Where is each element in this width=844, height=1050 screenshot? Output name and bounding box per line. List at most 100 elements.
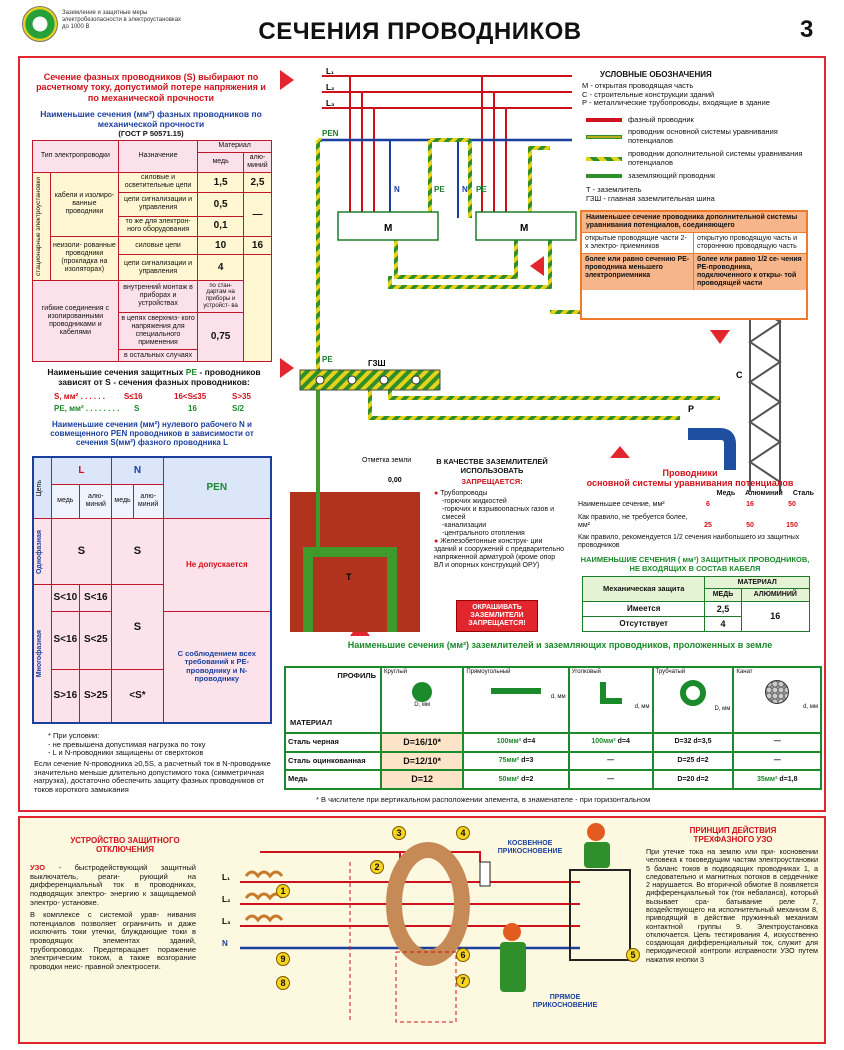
profile-rope-d: d, мм <box>803 703 818 710</box>
legend-t: Т - заземлитель <box>586 185 642 194</box>
pr-1-c2b: d=3 <box>521 756 534 764</box>
r1-cu: 1,5 <box>197 171 244 194</box>
profile-tube-D: D, мм <box>714 705 731 712</box>
pr-2-c4b: d=2 <box>696 775 709 783</box>
nt-single-L: S <box>50 518 113 586</box>
pr-0-c1: D=16/10* <box>379 732 465 753</box>
n-label-1: N <box>394 185 400 194</box>
pe-pe1: S <box>134 404 140 413</box>
uzo-tag-5: 5 <box>626 948 640 962</box>
c-label: C <box>736 370 743 380</box>
mainsys-t2: основной системы уравнивания потенциалов <box>586 478 794 489</box>
tube-icon <box>679 679 706 706</box>
intro-text: Сечение фазных проводников (S) выбирают … <box>36 72 266 103</box>
pe-title-hl: PE <box>185 367 198 377</box>
profile-footnote: * В числителе при вертикальном расположе… <box>316 795 651 804</box>
uzo-tag-9: 9 <box>276 952 290 966</box>
principle-title: ПРИНЦИП ДЕЙСТВИЯ ТРЕХФАЗНОГО УЗО <box>689 826 777 845</box>
legend-add-eq: проводник дополнительной системы уравнив… <box>586 148 822 170</box>
electrode-item-1: ● Трубопроводы <box>434 490 488 497</box>
p-label: P <box>688 404 694 414</box>
main-eq-line-3 <box>368 380 680 420</box>
nt-pen-forbidden: Не допускается <box>162 518 272 612</box>
paint-warning: ОКРАШИВАТЬ ЗАЗЕМЛИТЕЛИ ЗАПРЕЩАЕТСЯ! <box>456 600 538 633</box>
legend-def-m: М - открытая проводящая часть <box>582 81 694 90</box>
pr-1-c4a: D=25 <box>677 756 695 764</box>
uzo-coils <box>244 870 284 923</box>
gzsh-bolts <box>315 375 421 385</box>
nt-cu2: медь <box>111 483 134 520</box>
nt-single-text: Однофазная <box>36 529 43 574</box>
nt-m-PEN: С соблюдением всех требований к PE-прово… <box>162 610 272 724</box>
pe-s1: S≤16 <box>124 392 143 401</box>
mainsys-r1-st: 50 <box>788 501 796 509</box>
cable-yes: Имеется <box>581 600 706 617</box>
note-2: - L и N-проводники защищены от сверхтоко… <box>48 748 204 758</box>
cable-no: Отсутствует <box>581 615 706 633</box>
pr-2-c4: D=20 d=2 <box>651 769 735 790</box>
nt-circuit-h: Цепь <box>32 456 52 520</box>
h-al: алю- миний <box>242 151 273 173</box>
r4-cu: 10 <box>197 235 244 256</box>
uzo-tag-8: 8 <box>276 976 290 990</box>
mainsys-r2-cu: 25 <box>704 522 712 530</box>
uzo-L1: L₁ <box>222 873 231 882</box>
legend-def-c: С - строительные конструкции зданий <box>582 89 715 99</box>
r2-cu: 0,5 <box>197 192 244 217</box>
legend-add-icon <box>586 157 622 161</box>
r3: то же для электрон- ного оборудования <box>117 215 199 237</box>
legend-title: УСЛОВНЫЕ ОБОЗНАЧЕНИЯ <box>600 70 712 79</box>
mainsys-r2-al: 50 <box>746 522 754 530</box>
mainsys-r2: Как правило, не требуется более, мм² <box>578 514 688 530</box>
pe-lines <box>316 138 552 372</box>
n-label-2: N <box>462 185 468 194</box>
n-title: Наименьшие сечения (мм²) нулевого рабоче… <box>50 420 254 448</box>
pr-1-c2a: 75мм² <box>498 756 520 764</box>
legend-phase-icon <box>586 118 622 122</box>
uzo-diagram: L₁ L₂ L₃ N <box>222 823 631 1023</box>
profile-title: Наименьшие сечения (мм²) заземлителей и … <box>347 640 773 650</box>
pe-pe-label: PE, мм² . . . . . . . . <box>54 404 120 413</box>
r1: силовые и осветительные цепи <box>117 171 199 194</box>
r6: внутренний монтаж в приборах и устройств… <box>117 279 199 314</box>
electrode-b1c: -канализации <box>442 522 487 530</box>
h-type: Тип электропроводки <box>32 140 119 173</box>
pe-title-b: - проводников зависят от S - сечения фаз… <box>58 367 261 387</box>
bonding-diagram: M M L₁ L₂ L₃ PEN N PE PE N PE ГЗШ C P T … <box>280 67 782 636</box>
legend-main-text: проводник основной системы уравнивания п… <box>628 127 778 145</box>
page-title: СЕЧЕНИЯ ПРОВОДНИКОВ <box>258 18 582 45</box>
pipe <box>688 428 736 470</box>
angle-icon <box>599 681 622 704</box>
stationary-label: стационарные электроустановки <box>32 171 51 281</box>
pe-pe2: 16 <box>188 404 197 413</box>
nt-al2: алю- миний <box>132 483 164 520</box>
addbox-c2: открытую проводящую часть и стороннюю пр… <box>697 235 798 251</box>
nt-multi: Многофазная <box>32 584 52 724</box>
page-number: 3 <box>800 16 814 43</box>
pr-2-c2a: 50мм² <box>498 775 520 783</box>
r5: цепи сигнализации и управления <box>117 254 199 281</box>
pr-0-c4b: d=3,5 <box>693 738 712 746</box>
legend-gzsh: ГЗШ - главная заземлительная шина <box>586 193 715 203</box>
cable-no-cu: 4 <box>704 615 742 633</box>
addbox-row2: более или равно сечению PE-проводника ме… <box>582 253 806 291</box>
pe-title: Наименьшие сечения защитных PE - проводн… <box>34 367 274 388</box>
rope-icon <box>765 679 790 704</box>
pr-1-c5: — <box>732 750 822 772</box>
nt-m1-al: S<16 <box>79 584 113 612</box>
r8: в остальных случаях <box>117 349 199 362</box>
m-label-1: M <box>384 223 392 234</box>
nt-single: Однофазная <box>32 518 52 586</box>
pe-label-1: PE <box>434 185 445 194</box>
mainsys-t1: Проводники <box>662 468 718 478</box>
profile-h-prof: ПРОФИЛЬ <box>337 671 376 680</box>
round-icon <box>412 681 433 702</box>
uzo-L3: L₃ <box>222 917 231 926</box>
electrode-b1b: -горючих и взрывоопасных газов и смесей <box>442 506 555 522</box>
mainsys-row2: Как правило, не требуется более, мм² 25 50… <box>578 514 818 530</box>
